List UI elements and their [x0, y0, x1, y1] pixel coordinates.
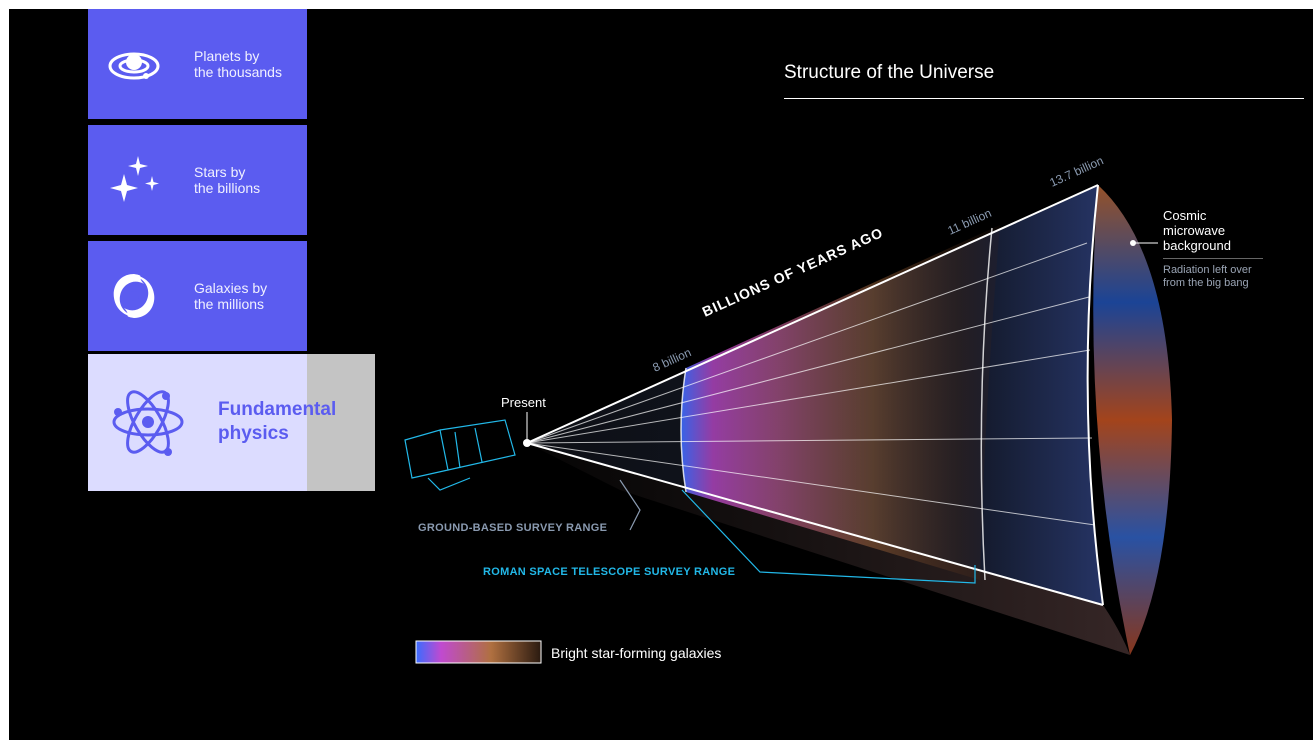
cmb-divider	[1163, 258, 1263, 259]
arc-8-billion	[680, 367, 687, 493]
roman-range-leader	[681, 489, 976, 584]
marker-13-7-billion: 13.7 billion	[1047, 153, 1105, 189]
galaxy-band	[681, 225, 1000, 580]
cone-top-edge	[526, 184, 1099, 444]
planet-icon	[108, 52, 160, 80]
cmb-subtitle: Radiation left over from the big bang	[1163, 264, 1252, 289]
stars-icon	[110, 156, 159, 202]
galaxy-icon	[113, 274, 155, 318]
page-title: Structure of the Universe	[784, 62, 995, 83]
ground-range-label: GROUND-BASED SURVEY RANGE	[418, 522, 608, 534]
card-highlight-strip	[307, 354, 375, 491]
cone-bottom-edge	[526, 442, 1104, 606]
atom-icon	[112, 390, 184, 456]
present-dot	[523, 439, 531, 447]
present-label: Present	[501, 395, 546, 410]
cone-underside	[527, 443, 1130, 655]
ground-range-leader	[619, 479, 641, 531]
legend-label: Bright star-forming galaxies	[551, 645, 722, 661]
telescope-icon	[404, 419, 516, 491]
cmb-title: Cosmic microwave background	[1163, 208, 1231, 253]
cone-rays	[526, 242, 1096, 526]
cmb-shell	[1093, 185, 1172, 655]
title-divider	[784, 98, 1304, 99]
roman-range-label: ROMAN SPACE TELESCOPE SURVEY RANGE	[483, 566, 736, 578]
legend-swatch	[415, 640, 542, 664]
cone-end-arc	[1086, 184, 1104, 606]
arc-11-billion	[980, 227, 993, 581]
